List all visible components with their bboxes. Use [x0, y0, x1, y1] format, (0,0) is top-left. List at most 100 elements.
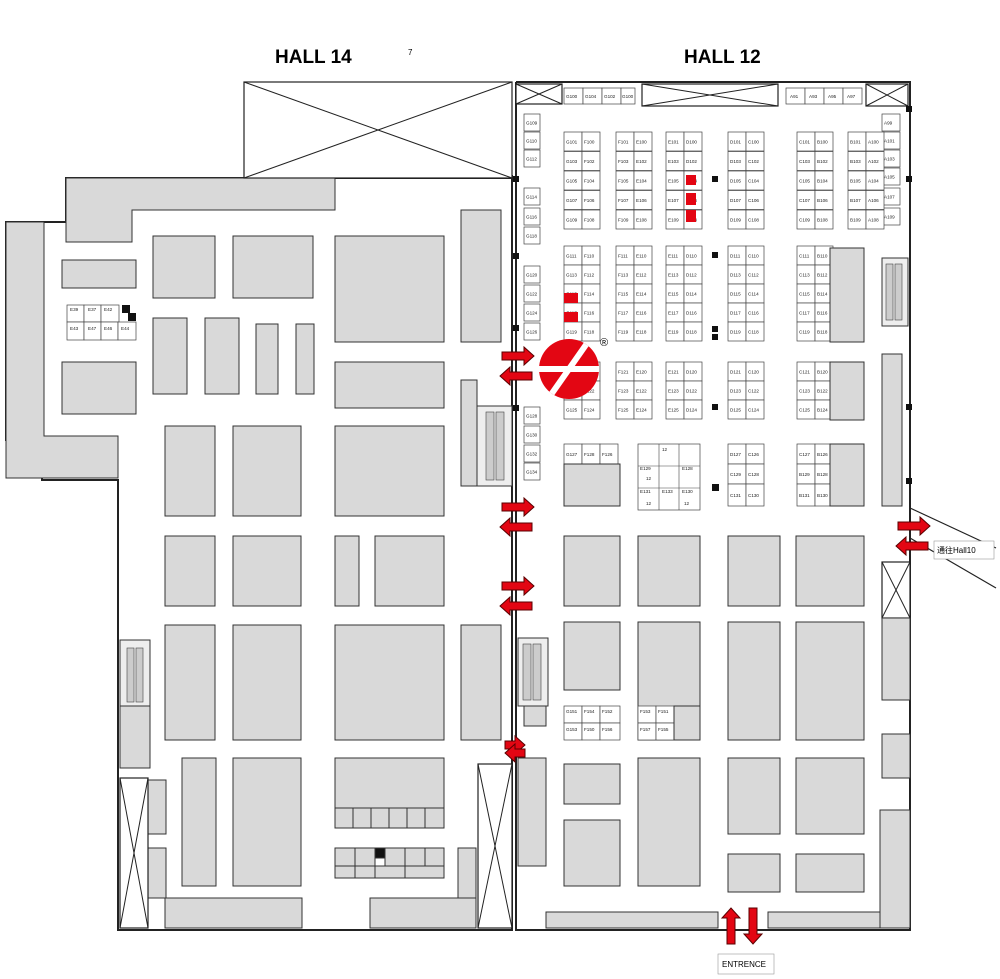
booth-label: G126 [526, 330, 538, 335]
booth-label: F121 [618, 370, 629, 375]
booth-label: D119 [730, 330, 741, 335]
g-column-booths: G109G110G112G114G116G118G120G122G124G126… [523, 113, 541, 481]
booth-label: F106 [584, 198, 595, 203]
booth-label: D100 [686, 140, 697, 145]
stand-block [523, 705, 547, 727]
booth-label: G101 [566, 140, 578, 145]
booth [581, 399, 601, 420]
booth-label: B102 [817, 159, 828, 164]
booth-label: F153 [640, 709, 651, 714]
booth-label: C106 [748, 198, 759, 203]
stand-block [232, 535, 302, 607]
booth-label: E124 [636, 408, 647, 413]
booth-label: E120 [636, 370, 647, 375]
booth-label: E47 [88, 326, 97, 331]
booth-label: G124 [526, 311, 538, 316]
booth-label: E109 [668, 218, 679, 223]
booth-label: A103 [884, 157, 895, 162]
booth-label: C115 [799, 292, 810, 297]
direction-arrow-icon [499, 516, 533, 538]
booth-label: C111 [799, 254, 810, 259]
booth [523, 303, 541, 322]
booth-label: C112 [748, 273, 759, 278]
stand-block [795, 535, 865, 607]
stand-block [374, 535, 445, 607]
entrance-marker: ENTRENCE [717, 953, 775, 975]
booth-label: F101 [618, 140, 629, 145]
lower-booth-row: G151 F154 F152 F153 F151 G153 F150 F156 … [563, 705, 701, 741]
booth-label: C117 [799, 311, 810, 316]
booth [865, 131, 885, 152]
stand-block [829, 361, 865, 421]
stand-block [563, 463, 621, 507]
booth [523, 149, 541, 168]
booth-label: D109 [730, 218, 741, 223]
booth-label: E43 [70, 326, 79, 331]
booth-label: C127 [799, 452, 810, 457]
booth-label: 12 [646, 476, 652, 481]
booth-label: F104 [584, 179, 595, 184]
booth-label: B110 [817, 254, 828, 259]
booth-label: G130 [526, 433, 538, 438]
booth-label: D122 [686, 389, 697, 394]
stand-block [119, 705, 151, 769]
booth-label: B105 [850, 179, 861, 184]
booth [581, 170, 601, 191]
booth-label: C102 [748, 159, 759, 164]
stand-block [727, 621, 781, 741]
booth-label: A108 [868, 218, 879, 223]
booth [523, 444, 541, 463]
hall-14-top-void [243, 81, 513, 179]
direction-arrow-icon [499, 595, 533, 617]
booth-label: D120 [686, 370, 697, 375]
booth-label: B103 [850, 159, 861, 164]
booth-label: B129 [799, 472, 810, 477]
booth-label: F124 [584, 408, 595, 413]
booth-label: E133 [662, 489, 673, 494]
booth [523, 131, 541, 150]
booth-label: G120 [526, 273, 538, 278]
booth-label: E128 [682, 466, 693, 471]
stand-block [334, 425, 445, 517]
booth-label: E37 [88, 307, 97, 312]
booth-label: F154 [584, 709, 595, 714]
booth-label: F156 [602, 727, 613, 732]
organizer-logo: ® [539, 337, 608, 399]
booth-label: E129 [640, 466, 651, 471]
booth [814, 151, 834, 171]
booth-label: B100 [817, 140, 828, 145]
booth-label: G110 [526, 139, 537, 144]
booth-label: D110 [686, 254, 697, 259]
booth-label: E105 [668, 179, 679, 184]
direction-arrow-icon [501, 575, 535, 597]
booth-label: F152 [602, 709, 613, 714]
booth-label: F114 [584, 292, 595, 297]
booth-label: G112 [526, 157, 537, 162]
booth-label: B122 [817, 389, 828, 394]
booth-label: E106 [636, 198, 647, 203]
booth [523, 113, 541, 132]
booth [633, 321, 653, 342]
booth-label: C123 [799, 389, 810, 394]
booth-label: D127 [730, 452, 741, 457]
booth-label: C120 [748, 370, 759, 375]
stand-block [164, 535, 216, 607]
booth-label: A93 [809, 94, 818, 99]
booth-label: C114 [748, 292, 759, 297]
booth-label: E113 [668, 273, 679, 278]
booth [865, 170, 885, 191]
booth-label: E125 [668, 408, 679, 413]
booth-label: G113 [566, 273, 577, 278]
booth-label: D103 [730, 159, 741, 164]
booth-label: G151 [566, 709, 578, 714]
booth-label: B108 [817, 218, 828, 223]
stand-block [460, 379, 478, 487]
booth [814, 190, 834, 210]
booth-label: G128 [526, 414, 538, 419]
stand-block [767, 911, 881, 929]
stand-block [232, 757, 302, 887]
booth-label: F157 [640, 727, 651, 732]
booth [633, 170, 653, 191]
